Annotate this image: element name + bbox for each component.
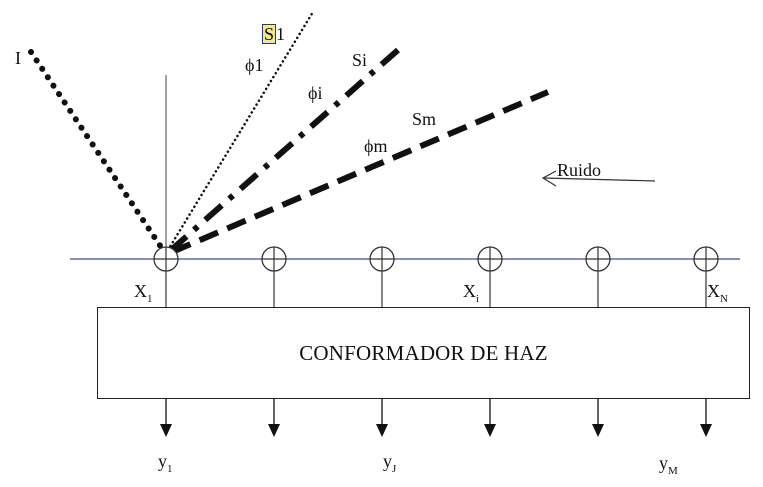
angle-phii-label: ϕi xyxy=(308,83,323,103)
element-connectors xyxy=(165,271,707,307)
signal-si-label: Si xyxy=(352,50,368,70)
element-label-xn: XN xyxy=(707,281,728,305)
output-label-ym: yM xyxy=(659,453,678,477)
signal-sm-label: Sm xyxy=(412,109,437,129)
output-arrow xyxy=(484,399,496,437)
output-arrow xyxy=(700,399,712,437)
output-arrow xyxy=(268,399,280,437)
noise-label: Ruido xyxy=(557,160,602,180)
element-label-x1: X1 xyxy=(134,281,153,305)
array-element xyxy=(585,246,611,272)
output-arrow xyxy=(592,399,604,437)
signal-sm-ray xyxy=(170,89,550,255)
array-element xyxy=(153,246,179,272)
output-arrow xyxy=(160,399,172,437)
signal-s1-suffix: 1 xyxy=(276,24,286,44)
array-element xyxy=(477,246,503,272)
array-element xyxy=(261,246,287,272)
angle-phi1-label: ϕ1 xyxy=(245,55,264,75)
element-label-xi: Xi xyxy=(463,281,480,305)
beamformer-label: CONFORMADOR DE HAZ xyxy=(299,340,548,365)
output-label-y1: y1 xyxy=(158,451,173,475)
noise-arrow xyxy=(541,170,656,187)
signal-si-ray xyxy=(168,47,400,254)
angle-phim-label: ϕm xyxy=(364,136,388,156)
interference-ray xyxy=(28,49,166,253)
output-arrows xyxy=(160,399,712,437)
array-element xyxy=(693,246,719,272)
array-element xyxy=(369,246,395,272)
output-arrow xyxy=(376,399,388,437)
signal-s1-highlight: S xyxy=(262,24,277,44)
output-label-yj: yJ xyxy=(383,451,397,475)
signal-s1-ray xyxy=(166,10,315,252)
interference-label: I xyxy=(15,48,21,68)
beamformer-block: CONFORMADOR DE HAZ xyxy=(97,307,750,399)
